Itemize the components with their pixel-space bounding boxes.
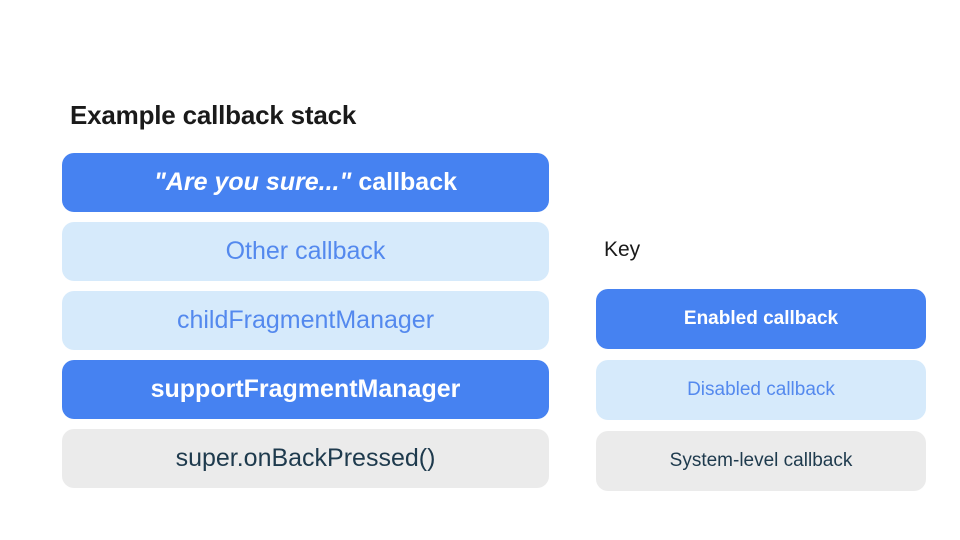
stack-bar-are-you-sure-callback: "Are you sure..." callback	[62, 153, 549, 212]
stack-bar-other-callback: Other callback	[62, 222, 549, 281]
key-title: Key	[604, 238, 641, 261]
callback-stack: "Are you sure..." callback Other callbac…	[62, 153, 549, 488]
stack-bar-childfragmentmanager: childFragmentManager	[62, 291, 549, 350]
stack-title: Example callback stack	[70, 100, 357, 130]
stack-bar-supportfragmentmanager: supportFragmentManager	[62, 360, 549, 419]
key-item-disabled-callback: Disabled callback	[596, 360, 926, 420]
bar-label-rest-part: callback	[351, 168, 458, 196]
key-item-system-level-callback: System-level callback	[596, 431, 926, 491]
bar-label-quoted-part: "Are you sure..."	[153, 168, 352, 196]
key-legend: Enabled callback Disabled callback Syste…	[596, 289, 926, 491]
key-item-enabled-callback: Enabled callback	[596, 289, 926, 349]
stack-bar-super-onbackpressed: super.onBackPressed()	[62, 429, 549, 488]
